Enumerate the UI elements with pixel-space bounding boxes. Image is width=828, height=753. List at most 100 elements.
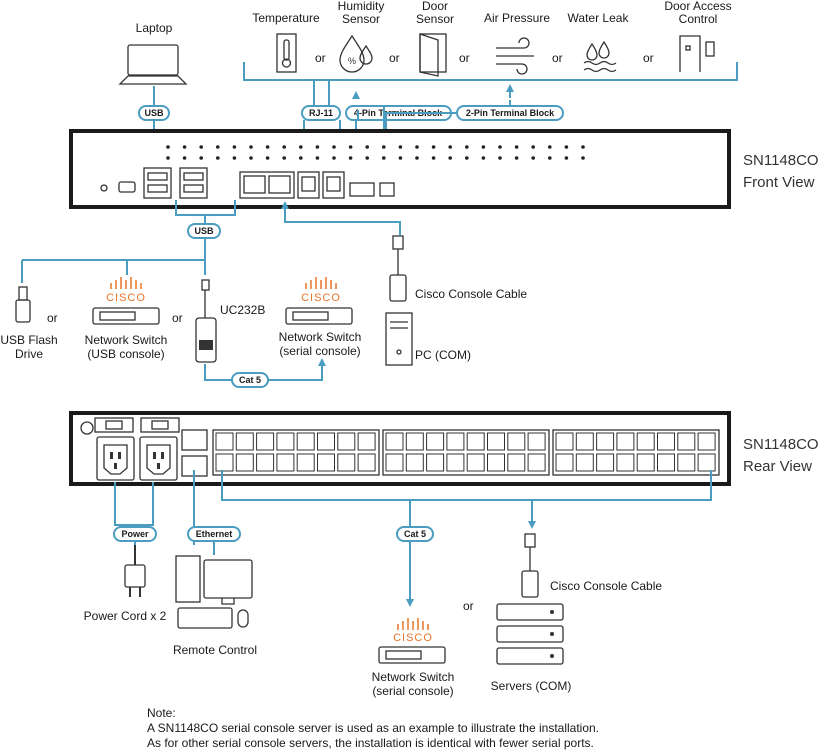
serial-port — [657, 432, 675, 451]
led-dot — [398, 156, 403, 160]
serial-port — [487, 432, 505, 451]
cisco-logo: CISCO — [393, 618, 432, 644]
led-dot — [348, 145, 353, 149]
ns-serial-label-1: Network Switch — [279, 330, 362, 344]
serial-port — [657, 453, 675, 472]
serial-port — [575, 453, 594, 472]
serial-port — [596, 432, 615, 451]
door-access-label-1: Door Access — [664, 0, 731, 13]
serial-port — [235, 453, 254, 472]
serial-port — [256, 432, 275, 451]
usb-pill — [187, 223, 221, 239]
console-port — [118, 181, 136, 193]
servers-label: Servers (COM) — [491, 679, 572, 693]
or-text: or — [389, 51, 400, 65]
rj11-pill — [301, 105, 341, 121]
serial-port — [215, 432, 234, 451]
serial-port — [405, 453, 424, 472]
network-switch-icon — [378, 646, 446, 664]
led-dot — [548, 156, 552, 160]
ethernet-pill-label: Ethernet — [196, 529, 233, 539]
serial-port — [575, 432, 594, 451]
ns-serial-label-2: (serial console) — [279, 344, 360, 358]
rj11-pill-label: RJ-11 — [309, 108, 333, 118]
serial-port — [256, 453, 275, 472]
serial-port — [357, 453, 376, 472]
svg-text:CISCO: CISCO — [106, 292, 146, 304]
serial-port — [357, 432, 376, 451]
rj11-port-1 — [297, 171, 320, 199]
usb-pill-label: USB — [144, 108, 164, 118]
serial-port — [385, 453, 404, 472]
cisco-logo: CISCO — [301, 277, 341, 304]
note-line-2: As for other serial console servers, the… — [147, 736, 594, 750]
power-cord-icon — [124, 545, 146, 597]
led-dot — [249, 145, 253, 149]
network-switch-icon — [285, 307, 353, 325]
laptop-label: Laptop — [136, 21, 173, 35]
serial-port-block — [382, 429, 550, 476]
svg-text:CISCO: CISCO — [301, 292, 341, 304]
led-dot — [199, 156, 203, 160]
serial-port — [507, 453, 526, 472]
network-switch-icon — [92, 307, 160, 325]
led-dot — [199, 145, 203, 149]
led-dot — [564, 156, 569, 160]
cat5-pill-label: Cat 5 — [239, 375, 261, 385]
uc232b-label: UC232B — [220, 303, 265, 317]
serial-port — [636, 432, 655, 451]
console-cable-icon — [389, 235, 407, 302]
power-switch-2 — [140, 417, 180, 433]
power-switch-1 — [94, 417, 134, 433]
note-title: Note: — [147, 706, 176, 720]
cat5-pill — [396, 526, 434, 542]
serial-port — [555, 432, 574, 451]
serial-port — [426, 432, 445, 451]
pc-tower-icon — [385, 312, 413, 366]
serial-port — [405, 432, 424, 451]
cat5-pill-label: Cat 5 — [404, 529, 426, 539]
humidity-drops-icon: % — [339, 34, 373, 73]
pin2-pill-label: 2-Pin Terminal Block — [466, 108, 555, 118]
or-text: or — [459, 51, 470, 65]
4-pin-block — [349, 182, 375, 197]
rear-view-label: Rear View — [743, 458, 812, 475]
note-line-1: A SN1148CO serial console server is used… — [147, 721, 600, 735]
led-dot — [232, 145, 237, 149]
led-dot — [299, 156, 303, 160]
serial-port — [215, 453, 234, 472]
serial-port — [466, 453, 485, 472]
ns-serial-label-1: Network Switch — [372, 670, 455, 684]
usb-flash-label-1: USB Flash — [0, 333, 57, 347]
serial-port — [446, 432, 465, 451]
led-dot — [481, 156, 486, 160]
ns-usb-label-2: (USB console) — [87, 347, 164, 361]
serial-port — [616, 453, 635, 472]
led-dot — [315, 156, 320, 160]
cisco-cable-label: Cisco Console Cable — [415, 287, 527, 301]
led-dot — [498, 156, 502, 160]
rear-model: SN1148CO — [743, 436, 819, 453]
led-dot — [465, 156, 469, 160]
serial-port — [507, 432, 526, 451]
door-sensor-label-1: Door — [422, 0, 448, 13]
serial-port-block — [552, 429, 720, 476]
serial-port-block — [212, 429, 380, 476]
serial-port — [697, 432, 716, 451]
rj11-port-2 — [322, 171, 345, 199]
led-dot — [216, 145, 220, 149]
or-text: or — [463, 599, 474, 613]
led-dot — [448, 156, 453, 160]
led-dot — [182, 156, 187, 160]
led-dot — [182, 145, 187, 149]
power-pill-label: Power — [121, 529, 149, 539]
led-dot — [265, 156, 270, 160]
power-socket-2 — [139, 436, 178, 481]
serial-port — [527, 453, 546, 472]
lan-port-1 — [181, 429, 208, 451]
serial-port — [317, 432, 335, 451]
led-dot — [299, 145, 303, 149]
led-dot — [382, 145, 386, 149]
serial-port — [677, 432, 696, 451]
